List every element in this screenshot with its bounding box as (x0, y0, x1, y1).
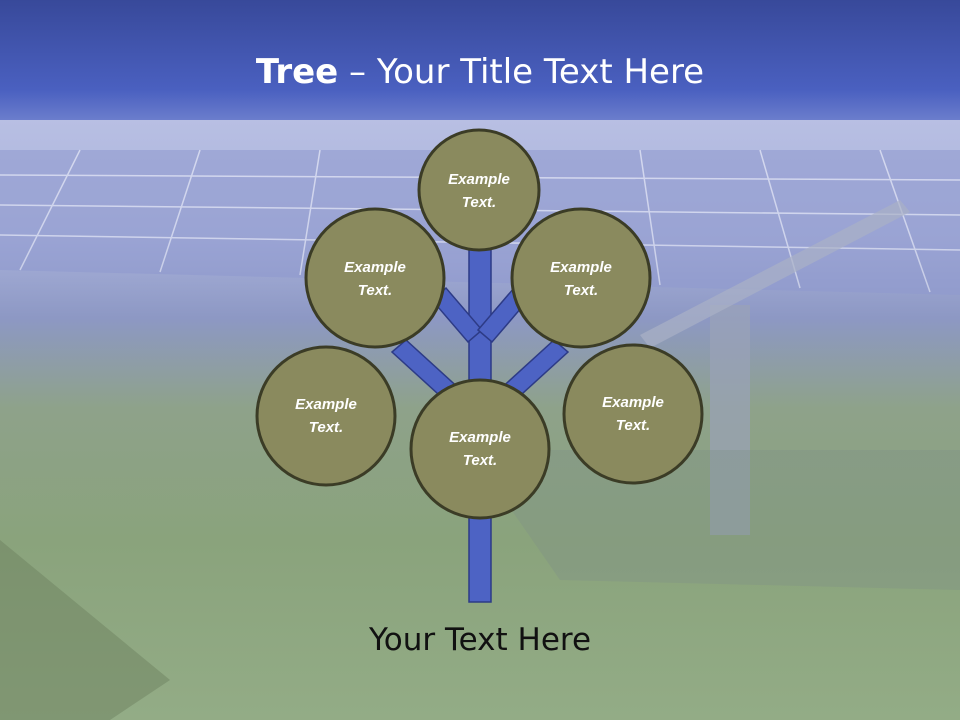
tree-nodes (255, 128, 704, 520)
node-center-line2: Text. (462, 452, 498, 469)
node-top-label: Example Text. (424, 168, 534, 214)
node-center-label: Example Text. (425, 426, 535, 472)
node-upper-left-label: Example Text. (320, 256, 430, 302)
node-top (417, 128, 541, 252)
node-top-line2: Text. (461, 194, 497, 211)
footer-text: Your Text Here (368, 622, 592, 658)
node-lower-right (562, 343, 704, 485)
node-upper-right-line1: Example (550, 259, 612, 276)
title-bold: Tree (255, 52, 339, 92)
node-lower-left (255, 345, 397, 487)
node-upper-left-line1: Example (344, 259, 406, 276)
node-center (409, 378, 551, 520)
node-upper-right (510, 207, 652, 349)
node-upper-left (304, 207, 446, 349)
node-lower-left-line1: Example (295, 396, 357, 413)
node-lower-right-label: Example Text. (578, 391, 688, 437)
node-lower-right-line1: Example (602, 394, 664, 411)
node-top-line1: Example (448, 171, 510, 188)
node-upper-right-label: Example Text. (526, 256, 636, 302)
node-upper-right-line2: Text. (563, 282, 599, 299)
node-center-line1: Example (449, 429, 511, 446)
title-rest: – Your Title Text Here (338, 52, 705, 92)
node-lower-right-line2: Text. (615, 417, 651, 434)
node-lower-left-line2: Text. (308, 419, 344, 436)
node-upper-left-line2: Text. (357, 282, 393, 299)
slide-title: Tree – Your Title Text Here (0, 52, 960, 92)
node-lower-left-label: Example Text. (271, 393, 381, 439)
